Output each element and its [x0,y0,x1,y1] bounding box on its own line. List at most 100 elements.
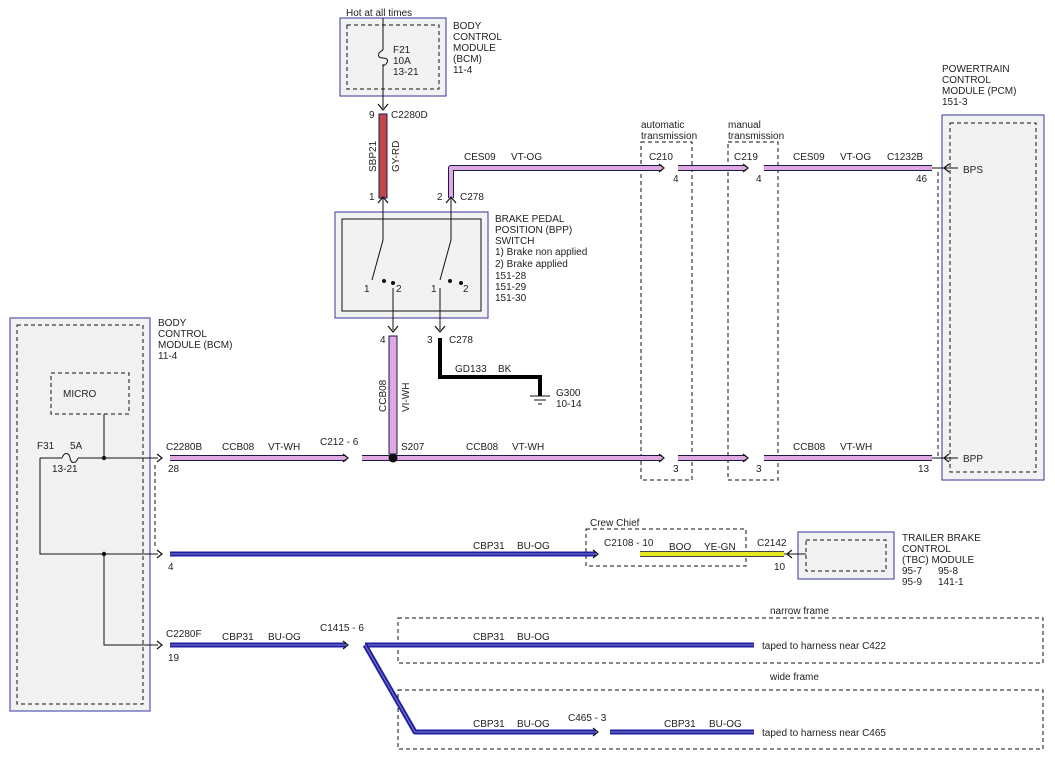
pin-19: 19 [168,653,180,664]
ground-g300: G300 [556,388,581,399]
conn-c1415: C1415 - 6 [320,623,364,634]
conn-c219: C219 [734,152,758,163]
internal-lines [39,18,958,646]
hot-label: Hot at all times [346,8,412,19]
fuse-f21-label: F21 10A 13-21 [393,45,419,78]
svg-text:POWERTRAIN: POWERTRAIN [942,64,1010,75]
conn-c278-bot: C278 [449,335,473,346]
fuse-13-21: 13-21 [52,464,78,475]
color-vt-wh-b: VT-WH [512,442,544,453]
wire-cbp31-frame [170,642,754,735]
sw-2b: 2 [463,284,469,295]
pin-3-c219: 3 [756,464,762,475]
tbc-label: TRAILER BRAKE CONTROL (TBC) MODULE 95-7 … [902,533,981,588]
svg-text:transmission: transmission [728,131,784,142]
svg-text:BRAKE PEDAL: BRAKE PEDAL [495,214,565,225]
pin-2-top: 2 [437,192,443,203]
auto-trans-box [640,141,693,481]
manual-trans-box [727,141,779,481]
narrow-frame-label: narrow frame [770,606,829,617]
pin-4-left: 4 [168,562,174,573]
conn-c278-top: C278 [460,192,484,203]
svg-text:95-9: 95-9 [902,577,922,588]
pin-3-c278: 3 [427,335,433,346]
color-bk: BK [498,364,512,375]
taped-c465: taped to harness near C465 [762,728,886,739]
wire-ccb08-v: CCB08 [378,379,389,412]
svg-text:(BCM): (BCM) [453,54,482,65]
splice-s207: S207 [401,442,425,453]
svg-text:151-3: 151-3 [942,97,968,108]
pcm-module [941,114,1045,481]
conn-c212: C212 - 6 [320,437,359,448]
svg-text:POSITION (BPP): POSITION (BPP) [495,225,572,236]
conn-c210: C210 [649,152,673,163]
svg-text:10A: 10A [393,56,411,67]
svg-text:CONTROL: CONTROL [453,32,502,43]
wire-ccb08-a: CCB08 [222,442,255,453]
wire-cbp31-c: CBP31 [473,632,505,643]
wide-frame-box [397,689,1044,750]
svg-text:95-8: 95-8 [938,566,958,577]
conn-c2280f: C2280F [166,629,202,640]
narrow-frame-box [397,617,1044,664]
crew-chief-box [585,528,747,567]
svg-text:11-4: 11-4 [158,351,178,362]
color-vt-og-b: VT-OG [840,152,871,163]
bpp-switch-label: BRAKE PEDAL POSITION (BPP) SWITCH 1) Bra… [495,214,587,304]
svg-text:151-28: 151-28 [495,271,527,282]
bcm-left-label: BODY CONTROL MODULE (BCM) 11-4 [158,318,232,362]
taped-c422: taped to harness near C422 [762,641,886,652]
wire-gy-rd-label: GY-RD [391,141,402,172]
pin-46: 46 [916,174,928,185]
pcm-bps: BPS [963,165,983,176]
svg-text:MODULE (BCM): MODULE (BCM) [158,340,232,351]
svg-text:(TBC) MODULE: (TBC) MODULE [902,555,975,566]
bcm-top-label: BODY CONTROL MODULE (BCM) 11-4 [453,21,502,76]
wire-ccb08-b: CCB08 [466,442,499,453]
color-vt-wh-c: VT-WH [840,442,872,453]
color-vt-wh-a: VT-WH [268,442,300,453]
svg-text:151-30: 151-30 [495,293,527,304]
pin-9: 9 [369,110,375,121]
sw-1a: 1 [364,284,370,295]
sw-1b: 1 [431,284,437,295]
micro-label: MICRO [63,389,97,400]
pin-3-c210: 3 [673,464,679,475]
svg-text:141-1: 141-1 [938,577,964,588]
wire-ces09-a: CES09 [464,152,496,163]
wire-ccb08-c: CCB08 [793,442,826,453]
svg-text:CONTROL: CONTROL [902,544,951,555]
svg-text:CONTROL: CONTROL [158,329,207,340]
svg-text:CONTROL: CONTROL [942,75,991,86]
sw-2a: 2 [396,284,402,295]
crew-chief-label: Crew Chief [590,518,640,529]
svg-text:11-4: 11-4 [453,65,473,76]
svg-text:automatic: automatic [641,120,684,131]
pcm-bpp: BPP [963,454,983,465]
svg-text:SWITCH: SWITCH [495,236,534,247]
color-ye-gn: YE-GN [704,542,736,553]
wire-cbp31-e: CBP31 [664,719,696,730]
wire-sbp21 [378,113,388,199]
pin-28: 28 [168,464,180,475]
svg-text:1) Brake non applied: 1) Brake non applied [495,247,587,258]
pin-1-top: 1 [369,192,375,203]
auto-trans-label: automatic transmission [641,120,697,142]
color-bu-og-a: BU-OG [517,541,550,552]
svg-text:manual: manual [728,120,761,131]
pin-4-c219: 4 [756,174,762,185]
connector-chevrons [156,103,950,737]
conn-c2280b: C2280B [166,442,202,453]
wire-gd133 [438,338,542,396]
wire-cbp31-b: CBP31 [222,632,254,643]
color-bu-og-e: BU-OG [709,719,742,730]
svg-text:MODULE: MODULE [453,43,496,54]
conn-c465: C465 - 3 [568,713,607,724]
tbc-module [797,531,895,580]
svg-text:BODY: BODY [453,21,482,32]
fuse-5a: 5A [70,441,83,452]
svg-text:F21: F21 [393,45,411,56]
wire-ces09 [448,165,932,198]
